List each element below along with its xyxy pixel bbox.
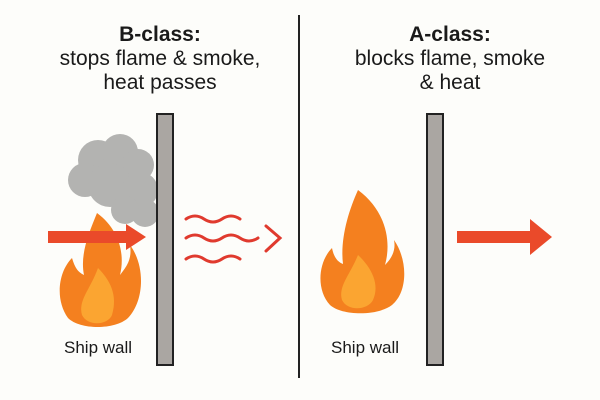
ship-wall-label-right: Ship wall bbox=[331, 338, 400, 357]
heat-arrow-right bbox=[457, 219, 552, 255]
heat-waves-icon bbox=[184, 214, 283, 264]
a-class-subtitle-1: blocks flame, smoke bbox=[354, 47, 546, 70]
b-class-title: B-class: stops flame & smoke, heat passe… bbox=[30, 23, 290, 95]
flame-arrow-left bbox=[48, 224, 146, 250]
flame-icon-left bbox=[59, 213, 142, 327]
smoke-cloud-icon bbox=[68, 134, 159, 227]
a-class-heading: A-class: bbox=[409, 23, 491, 46]
b-class-subtitle-2: heat passes bbox=[103, 71, 217, 94]
flame-icon-right bbox=[320, 190, 405, 314]
ship-wall-label-left: Ship wall bbox=[64, 338, 133, 357]
ship-wall-left bbox=[156, 113, 174, 366]
b-class-heading: B-class: bbox=[119, 23, 201, 46]
a-class-title: A-class: blocks flame, smoke & heat bbox=[310, 23, 590, 95]
b-class-subtitle-1: stops flame & smoke, bbox=[59, 47, 261, 70]
ship-wall-right bbox=[426, 113, 444, 366]
a-class-subtitle-2: & heat bbox=[419, 71, 481, 94]
